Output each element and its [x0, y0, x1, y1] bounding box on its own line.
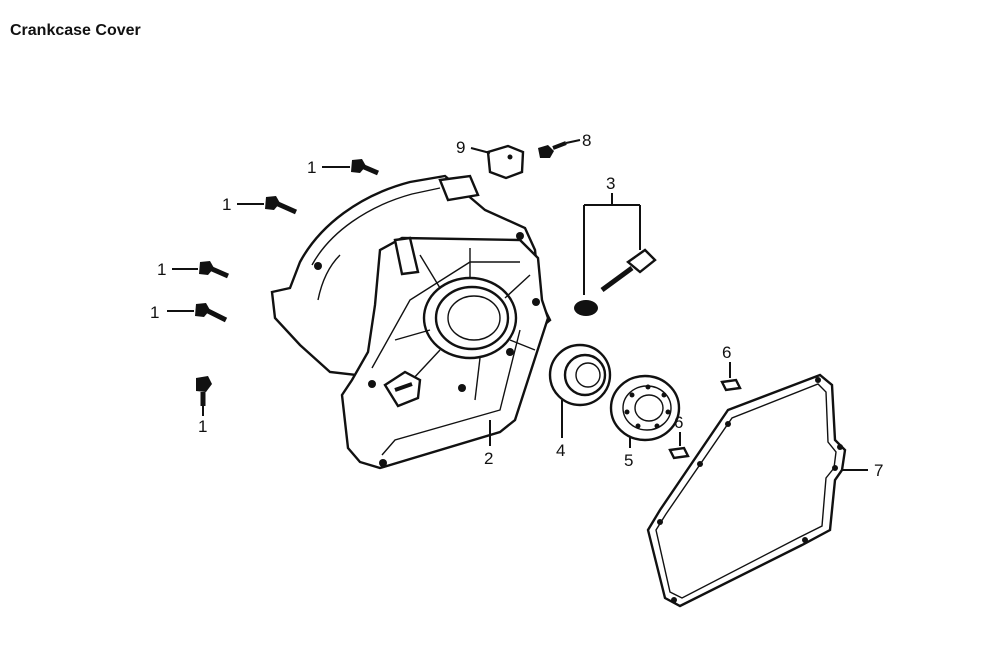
leader-9	[470, 147, 491, 154]
bracket	[486, 144, 525, 180]
label-6-upper: 6	[722, 343, 731, 362]
oil-seal	[548, 343, 612, 407]
bolt-1b	[237, 196, 298, 215]
small-bolt	[538, 141, 567, 158]
dowel-pin-upper	[720, 362, 742, 392]
breather-group	[574, 193, 657, 316]
label-1d: 1	[150, 303, 159, 322]
label-1a: 1	[307, 158, 316, 177]
label-1e: 1	[198, 417, 207, 436]
dowel-pin-lower	[668, 432, 690, 460]
label-5: 5	[624, 451, 633, 470]
diagram-title: Crankcase Cover	[10, 22, 141, 39]
gasket	[646, 373, 847, 608]
bearing	[609, 374, 681, 442]
label-6-lower: 6	[674, 413, 683, 432]
crankcase-cover	[270, 174, 552, 470]
label-2: 2	[484, 449, 493, 468]
bolt-1a	[322, 159, 379, 176]
label-4: 4	[556, 441, 565, 460]
label-3: 3	[606, 174, 615, 193]
label-9: 9	[456, 138, 465, 157]
bolt-1e	[196, 376, 212, 416]
label-1c: 1	[157, 260, 166, 279]
label-8: 8	[582, 131, 591, 150]
leader-8	[565, 139, 581, 144]
label-7: 7	[874, 461, 883, 480]
bolt-1c	[172, 261, 230, 279]
label-1b: 1	[222, 195, 231, 214]
bolt-1d	[167, 303, 228, 323]
